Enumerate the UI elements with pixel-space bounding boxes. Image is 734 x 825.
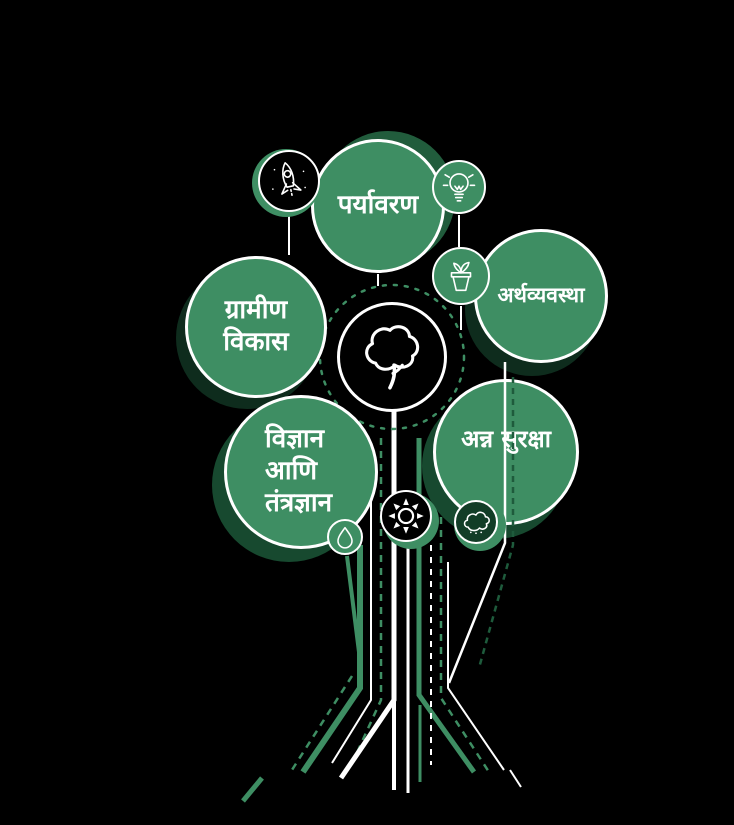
node-environment: पर्यावरण xyxy=(311,139,445,273)
node-environment-label: पर्यावरण xyxy=(337,190,419,221)
node-economy: अर्थव्यवस्था xyxy=(474,229,608,363)
rocket-circle xyxy=(258,150,320,212)
node-rural-label-line1: ग्रामीण xyxy=(224,295,288,326)
node-rural-label-line2: विकास xyxy=(223,327,289,357)
node-rural-development: ग्रामीण विकास xyxy=(185,256,327,398)
tree-icon xyxy=(365,325,420,390)
plant-pot-icon xyxy=(450,261,472,292)
center-tree-circle xyxy=(337,302,447,412)
node-science-label-line1: विज्ञान xyxy=(265,424,325,455)
lightbulb-icon xyxy=(442,173,476,202)
node-science-label-line2: आणि xyxy=(265,456,318,487)
water-drop-circle xyxy=(327,519,363,555)
cloud-circle xyxy=(454,500,498,544)
node-food-label: अन्न सुरक्षा xyxy=(461,425,551,454)
node-science-label-line3: तंत्रज्ञान xyxy=(265,487,333,518)
water-drop-icon xyxy=(337,526,353,549)
sun-icon xyxy=(388,498,424,534)
plant-pot-circle xyxy=(432,247,490,305)
lightbulb-circle xyxy=(432,160,486,214)
node-food-security: अन्न सुरक्षा xyxy=(433,379,579,525)
rocket-icon xyxy=(272,162,306,198)
node-economy-label: अर्थव्यवस्था xyxy=(497,283,585,308)
cloud-icon xyxy=(463,511,490,535)
sun-circle xyxy=(380,490,432,542)
node-science-technology: विज्ञान आणि तंत्रज्ञान xyxy=(224,395,378,549)
